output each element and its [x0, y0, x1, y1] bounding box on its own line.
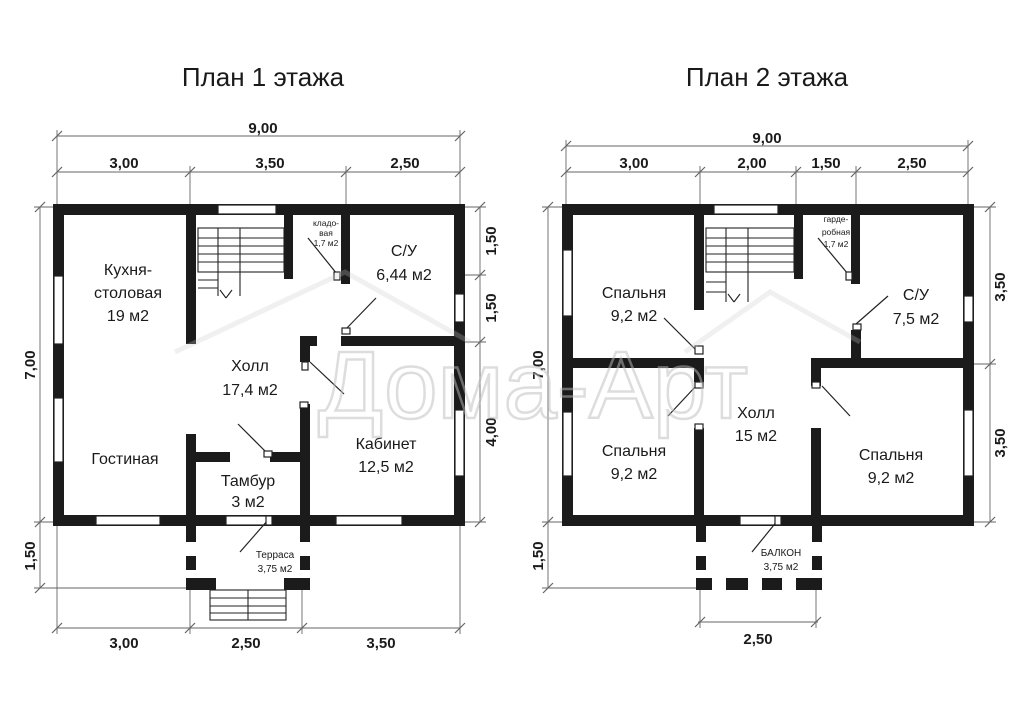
plan-1-dim-right-c: 4,00 [483, 417, 500, 446]
plan-2-dim-right-b: 3,50 [992, 428, 1009, 457]
bedroom-2-area: 9,2 м2 [611, 466, 658, 483]
wardrobe-label-1: гарде- [824, 214, 849, 224]
terrace-label: Терраса [256, 550, 295, 561]
plan-1-dim-top-b: 3,50 [255, 155, 284, 172]
vestibule-area: 3 м2 [231, 494, 264, 511]
plan-1: План 1 этажа [22, 62, 500, 652]
plan-2-dim-top-total: 9,00 [752, 130, 781, 147]
plan-2-windows [562, 204, 974, 526]
plan-2-dimension-lines [542, 140, 996, 628]
kitchen-label-2: столовая [94, 285, 162, 302]
bedroom-1-label: Спальня [602, 285, 666, 302]
plan-1-dim-top-a: 3,00 [109, 155, 138, 172]
plan-1-dim-top-total: 9,00 [248, 120, 277, 137]
plan-1-dim-right-a: 1,50 [483, 226, 500, 255]
plan-1-dim-left-terrace: 1,50 [22, 541, 39, 570]
bath-1-label: С/У [391, 243, 418, 260]
vestibule-label: Тамбур [221, 473, 275, 490]
plan-2-doors [663, 237, 889, 553]
bath-2-area: 7,5 м2 [893, 311, 940, 328]
wardrobe-label-2: робная [822, 227, 851, 237]
pantry-label-1: кладо- [313, 218, 339, 228]
plan-2-title: План 2 этажа [686, 62, 849, 92]
plan-2-dim-bottom-balcony: 2,50 [743, 631, 772, 648]
plan-1-dim-right-b: 1,50 [483, 293, 500, 322]
plan-1-dim-top-c: 2,50 [390, 155, 419, 172]
pantry-label-2: вая [319, 228, 333, 238]
plan-1-doors [237, 237, 377, 553]
plan-2-dim-right-a: 3,50 [992, 272, 1009, 301]
balcony-area: 3,75 м2 [764, 562, 799, 573]
kitchen-label-1: Кухня- [104, 262, 152, 279]
bath-2-label: С/У [903, 287, 930, 304]
terrace-area: 3,75 м2 [258, 564, 293, 575]
wardrobe-area: 1,7 м2 [824, 239, 849, 249]
hall-1-area: 17,4 м2 [222, 382, 278, 399]
hall-2-area: 15 м2 [735, 428, 777, 445]
study-area: 12,5 м2 [358, 459, 414, 476]
living-room-label: Гостиная [91, 451, 158, 468]
watermark-logo: Дома-Арт [173, 269, 862, 440]
plan-2: План 2 этажа [530, 62, 1009, 648]
plan-2-dim-top-b: 2,00 [737, 155, 766, 172]
bedroom-3-label: Спальня [859, 447, 923, 464]
plan-1-stairs [197, 227, 287, 621]
bedroom-2-label: Спальня [602, 443, 666, 460]
pantry-area: 1,7 м2 [314, 238, 339, 248]
kitchen-area: 19 м2 [107, 308, 149, 325]
bedroom-1-area: 9,2 м2 [611, 308, 658, 325]
bath-1-area: 6,44 м2 [376, 267, 432, 284]
plan-2-dim-top-a: 3,00 [619, 155, 648, 172]
plan-2-dim-left-main: 7,00 [530, 350, 547, 379]
plan-1-dim-bottom-b: 2,50 [231, 635, 260, 652]
bedroom-3-area: 9,2 м2 [868, 470, 915, 487]
plan-2-dim-top-d: 2,50 [897, 155, 926, 172]
plan-1-dimension-lines [34, 130, 486, 634]
plan-1-dim-left-main: 7,00 [22, 350, 39, 379]
balcony-label: БАЛКОН [761, 548, 802, 559]
hall-2-label: Холл [737, 405, 775, 422]
plan-2-stairs [705, 227, 795, 303]
hall-1-label: Холл [231, 358, 269, 375]
plan-1-title: План 1 этажа [182, 62, 345, 92]
watermark-text: Дома-Арт [318, 332, 748, 439]
plan-2-dim-left-balcony: 1,50 [530, 541, 547, 570]
plan-2-dim-top-c: 1,50 [811, 155, 840, 172]
plan-1-windows [53, 204, 465, 526]
study-label: Кабинет [356, 436, 418, 453]
plan-1-dim-bottom-c: 3,50 [366, 635, 395, 652]
plan-1-dim-bottom-a: 3,00 [109, 635, 138, 652]
